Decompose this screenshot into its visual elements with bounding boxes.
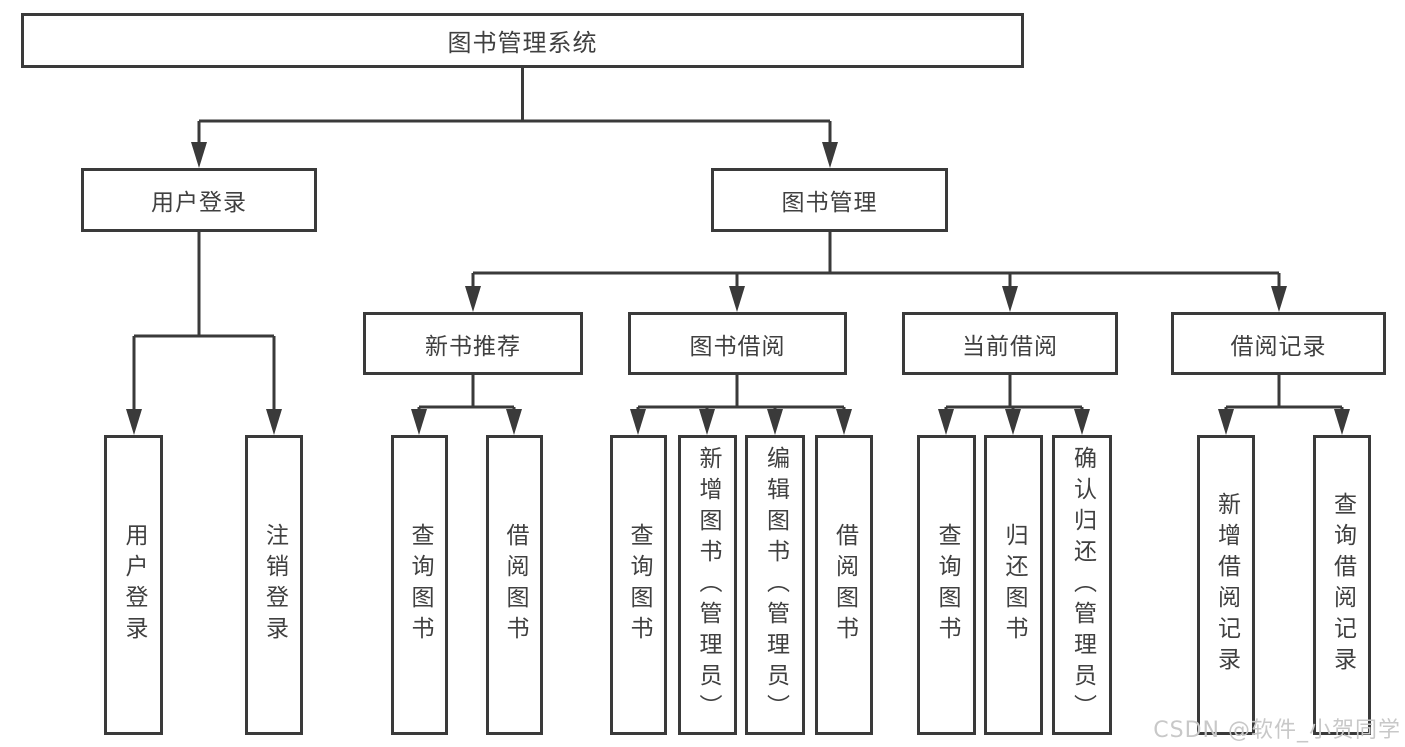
node-new-book-recommend: 新书推荐 [363, 312, 583, 375]
leaf-return-books-label: 归还图书 [1001, 523, 1027, 647]
arrow-down-icon [1218, 409, 1234, 435]
arrow-down-icon [465, 286, 481, 312]
leaf-confirm-return-admin: 确认归还（管理员） [1052, 435, 1112, 735]
node-new-book-recommend-label: 新书推荐 [425, 333, 521, 360]
arrow-down-icon [191, 142, 207, 168]
node-borrow-record-label: 借阅记录 [1230, 333, 1327, 360]
arrow-down-icon [836, 409, 852, 435]
arrowheads [126, 142, 1350, 435]
node-current-borrow-label: 当前借阅 [962, 333, 1058, 360]
leaf-return-books: 归还图书 [984, 435, 1043, 735]
node-root: 图书管理系统 [21, 13, 1024, 68]
leaf-edit-books-admin: 编辑图书（管理员） [745, 435, 805, 735]
leaf-newbook-query-books: 查询图书 [391, 435, 448, 735]
node-root-label: 图书管理系统 [447, 29, 598, 57]
csdn-watermark: CSDN @软件_小贺同学 [1153, 718, 1401, 743]
leaf-current-query-books-label: 查询图书 [934, 523, 960, 647]
leaf-borrow-borrow-books-label: 借阅图书 [831, 523, 858, 647]
leaf-edit-books-admin-label: 编辑图书（管理员） [762, 445, 789, 725]
leaf-newbook-query-books-label: 查询图书 [407, 523, 433, 647]
arrow-down-icon [411, 409, 427, 435]
arrow-down-icon [822, 142, 838, 168]
leaf-borrow-borrow-books: 借阅图书 [815, 435, 873, 735]
leaf-logout: 注销登录 [245, 435, 303, 735]
arrow-down-icon [1002, 286, 1018, 312]
arrow-down-icon [126, 409, 142, 435]
leaf-confirm-return-admin-label: 确认归还（管理员） [1069, 445, 1096, 725]
leaf-logout-label: 注销登录 [261, 523, 288, 647]
arrow-down-icon [1271, 286, 1287, 312]
leaf-add-books-admin-label: 新增图书（管理员） [695, 445, 721, 725]
arrow-down-icon [767, 409, 783, 435]
arrow-down-icon [630, 409, 646, 435]
leaf-query-borrow-record: 查询借阅记录 [1313, 435, 1371, 735]
node-user-login-label: 用户登录 [151, 190, 247, 216]
connector-lines [132, 68, 1344, 417]
leaf-add-borrow-record-label: 新增借阅记录 [1213, 492, 1240, 678]
leaf-user-login-label: 用户登录 [121, 523, 147, 647]
arrow-down-icon [699, 409, 715, 435]
node-book-borrow: 图书借阅 [628, 312, 847, 375]
leaf-user-login: 用户登录 [104, 435, 163, 735]
leaf-newbook-borrow-books-label: 借阅图书 [502, 523, 528, 647]
leaf-current-query-books: 查询图书 [917, 435, 976, 735]
node-book-management-label: 图书管理 [781, 190, 878, 216]
leaf-add-books-admin: 新增图书（管理员） [678, 435, 737, 735]
leaf-borrow-query-books-label: 查询图书 [626, 523, 652, 647]
node-user-login: 用户登录 [81, 168, 317, 232]
node-borrow-record: 借阅记录 [1171, 312, 1386, 375]
leaf-add-borrow-record: 新增借阅记录 [1197, 435, 1255, 735]
arrow-down-icon [729, 286, 745, 312]
node-book-borrow-label: 图书借阅 [689, 333, 786, 360]
arrow-down-icon [1334, 409, 1350, 435]
arrow-down-icon [938, 409, 954, 435]
arrow-down-icon [1005, 409, 1021, 435]
node-book-management: 图书管理 [711, 168, 948, 232]
leaf-query-borrow-record-label: 查询借阅记录 [1329, 492, 1356, 678]
leaf-borrow-query-books: 查询图书 [610, 435, 667, 735]
node-current-borrow: 当前借阅 [902, 312, 1118, 375]
arrow-down-icon [506, 409, 522, 435]
leaf-newbook-borrow-books: 借阅图书 [486, 435, 543, 735]
arrow-down-icon [266, 409, 282, 435]
arrow-down-icon [1074, 409, 1090, 435]
